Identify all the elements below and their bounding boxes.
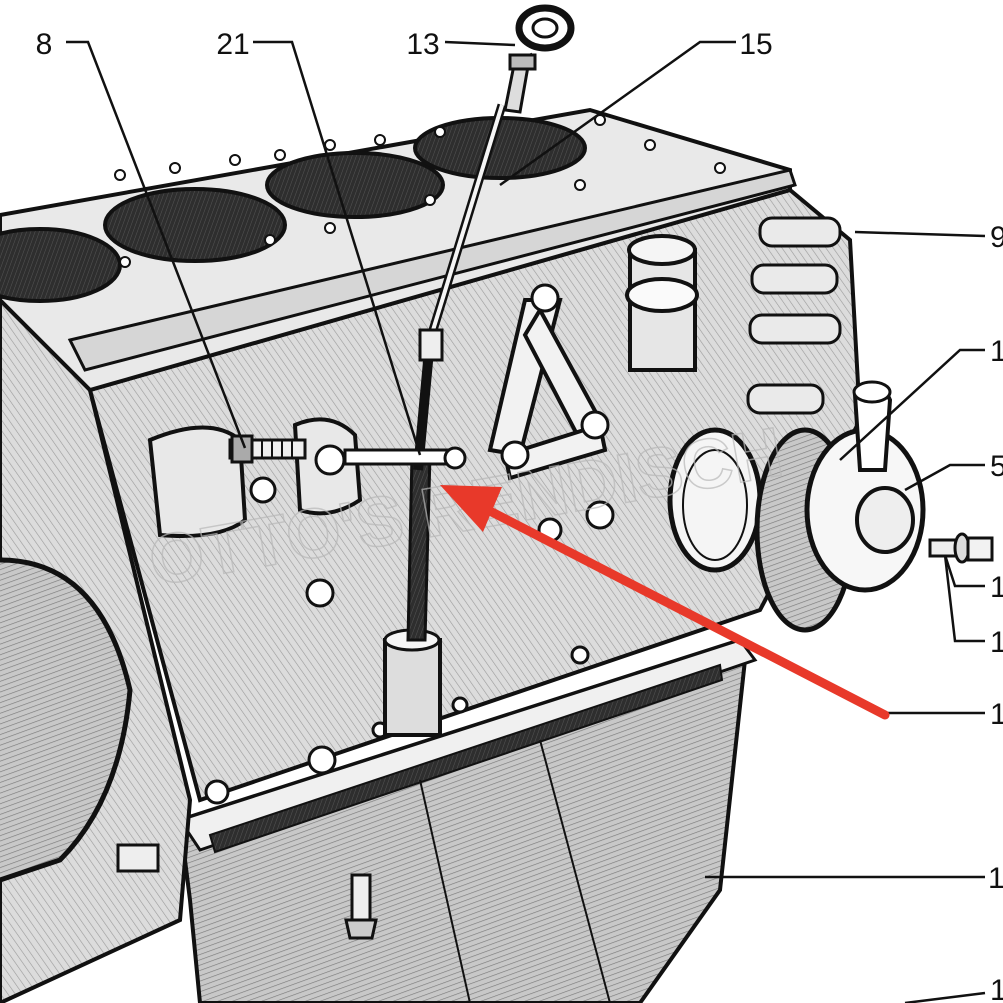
core-plug bbox=[667, 427, 763, 573]
deck-stud-holes bbox=[114, 114, 726, 268]
timing-cover bbox=[0, 557, 133, 883]
callout-1c: 1 bbox=[990, 626, 1003, 659]
boss-holes bbox=[204, 283, 615, 805]
callout-1b: 1 bbox=[990, 571, 1003, 604]
leader-lines bbox=[66, 40, 986, 1003]
callout-8: 8 bbox=[36, 28, 53, 61]
dipstick-guide bbox=[418, 328, 444, 362]
pump-stud bbox=[228, 434, 307, 464]
callout-15: 15 bbox=[739, 28, 772, 61]
side-ribs bbox=[746, 216, 842, 415]
callout-10: 10 bbox=[988, 862, 1003, 895]
callout-1a: 1 bbox=[990, 335, 1003, 368]
callout-9: 9 bbox=[990, 221, 1003, 254]
fuel-pump-flange bbox=[147, 417, 363, 538]
callout-1e: 1 bbox=[990, 974, 1003, 1003]
water-pump bbox=[754, 380, 926, 633]
dipstick-handle bbox=[503, 4, 575, 114]
callout-1d: 1 bbox=[990, 698, 1003, 731]
cylinder-bores bbox=[0, 116, 587, 303]
distributor-boss bbox=[625, 234, 699, 372]
callout-labels: 8 21 13 15 9 1 5 1 1 1 10 1 bbox=[36, 28, 1003, 1003]
highlight-arrow bbox=[440, 485, 890, 720]
lower-boss bbox=[383, 628, 442, 737]
callout-5: 5 bbox=[990, 450, 1003, 483]
drain-bolt bbox=[344, 873, 378, 940]
dipstick-clip-bolt bbox=[343, 446, 467, 470]
dipstick-assembly bbox=[343, 4, 575, 642]
callout-13: 13 bbox=[406, 28, 439, 61]
callout-21: 21 bbox=[216, 28, 249, 61]
oil-pan bbox=[177, 637, 758, 1003]
pump-bolt bbox=[928, 532, 994, 564]
cover-bolt bbox=[116, 843, 160, 873]
